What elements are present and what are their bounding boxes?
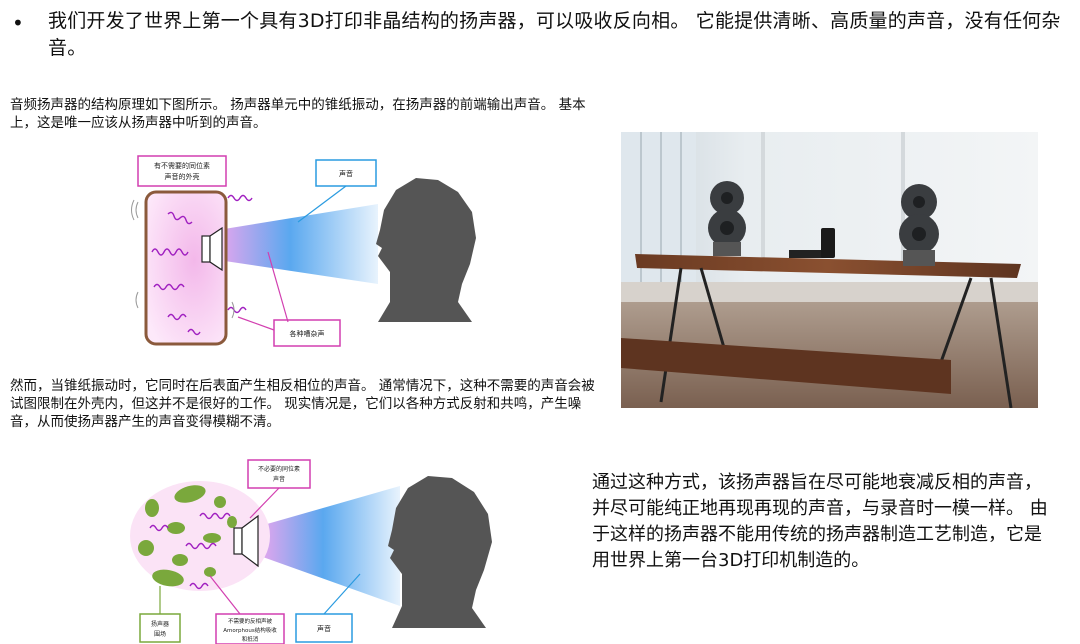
speaker-diagram-conventional: 有不需要的同位素 声音的外壳 声音 各种嘈杂声	[131, 155, 476, 347]
vibration-marks-icon	[131, 199, 235, 319]
label2-enclosure-2: 围场	[154, 630, 166, 638]
label-box-unwanted	[137, 155, 227, 187]
paragraph-speaker-principle: 音频扬声器的结构原理如下图所示。 扬声器单元中的锥纸振动，在扬声器的前端输出声音…	[10, 97, 586, 131]
speaker-product-photo	[621, 132, 1038, 408]
sound-beam	[218, 204, 378, 284]
label2-sound: 声音	[317, 624, 331, 633]
label2-enclosure-1: 扬声器	[151, 620, 169, 628]
label2-absorbed-1: 不需要的反相声被	[228, 617, 273, 625]
noise-wave-icons	[151, 194, 253, 336]
label-unwanted-2: 声音的外壳	[165, 172, 200, 181]
left-speaker-icon	[708, 181, 746, 256]
amorphous-structure-blobs-icon	[138, 485, 237, 587]
label-noise: 各种嘈杂声	[290, 329, 325, 338]
headline-text: 我们开发了世界上第一个具有3D打印非晶结构的扬声器，可以吸收反向相。 它能提供清…	[48, 10, 1061, 59]
label-box-sound	[315, 159, 377, 187]
speaker-cone-icon	[233, 514, 259, 568]
speaker-diagram-amorphous: 不必要的同位素 声音 扬声器 围场 不需要的反相声被 Amorphous结构吸收…	[130, 459, 492, 644]
label-unwanted-1: 有不需要的同位素	[154, 161, 210, 170]
label2-unwanted-2: 声音	[273, 475, 285, 483]
paragraph-back-wave-problem: 然而，当锥纸振动时，它同时在后表面产生相反相位的声音。 通常情况下，这种不需要的…	[10, 378, 595, 430]
label2-absorbed-3: 和抵消	[242, 635, 259, 643]
speaker-cone-icon	[201, 226, 223, 272]
bullet-marker: •	[12, 11, 24, 35]
music-player-icon	[789, 228, 835, 258]
paragraph-amorphous-solution: 通过这种方式，该扬声器旨在尽可能地衰减反相的声音，并尽可能纯正地再现再现的声音，…	[592, 472, 1048, 571]
label2-unwanted-1: 不必要的同位素	[258, 465, 300, 473]
absorbed-wave-icons	[149, 512, 231, 590]
right-speaker-icon	[899, 184, 939, 266]
label2-absorbed-2: Amorphous结构吸收	[223, 626, 277, 634]
label-sound: 声音	[339, 169, 353, 178]
listener-silhouette	[388, 476, 492, 628]
speaker-enclosure	[144, 190, 228, 346]
label-box-noise	[273, 319, 341, 347]
listener-silhouette	[376, 178, 476, 322]
